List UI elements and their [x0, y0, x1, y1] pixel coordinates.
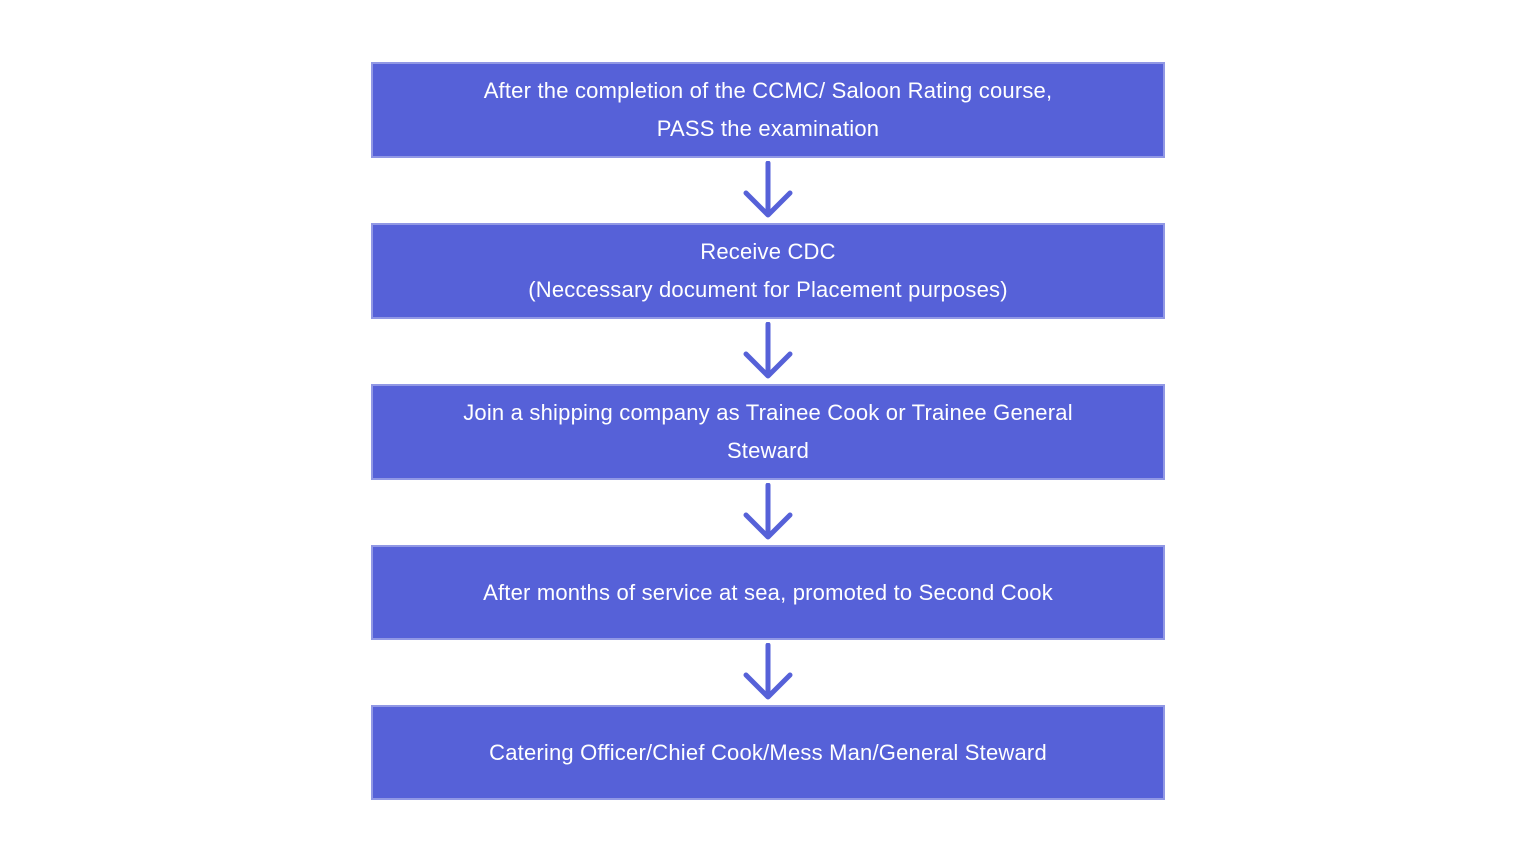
career-flowchart: After the completion of the CCMC/ Saloon… [371, 62, 1165, 800]
flow-step-label: After the completion of the CCMC/ Saloon… [483, 78, 1053, 141]
flow-step-label: After months of service at sea, promoted… [483, 579, 1053, 605]
arrow-down-icon [743, 482, 793, 539]
flow-step-course-completion: After the completion of the CCMC/ Saloon… [371, 62, 1165, 158]
flow-step-receive-cdc: Receive CDC (Neccessary document for Pla… [371, 223, 1165, 319]
flow-step-label: Join a shipping company as Trainee Cook … [463, 400, 1073, 463]
arrow-down-icon [743, 642, 793, 699]
flow-step-join-shipping-company: Join a shipping company as Trainee Cook … [371, 384, 1165, 480]
flow-connector [736, 480, 800, 545]
flow-connector [736, 640, 800, 705]
arrow-down-icon [743, 321, 793, 378]
flow-connector [736, 158, 800, 223]
flow-step-final-roles: Catering Officer/Chief Cook/Mess Man/Gen… [371, 705, 1165, 800]
flow-connector [736, 319, 800, 384]
arrow-down-icon [743, 160, 793, 217]
flow-step-promoted-second-cook: After months of service at sea, promoted… [371, 545, 1165, 640]
flow-step-label: Receive CDC (Neccessary document for Pla… [528, 239, 1008, 302]
flow-step-label: Catering Officer/Chief Cook/Mess Man/Gen… [489, 739, 1047, 765]
